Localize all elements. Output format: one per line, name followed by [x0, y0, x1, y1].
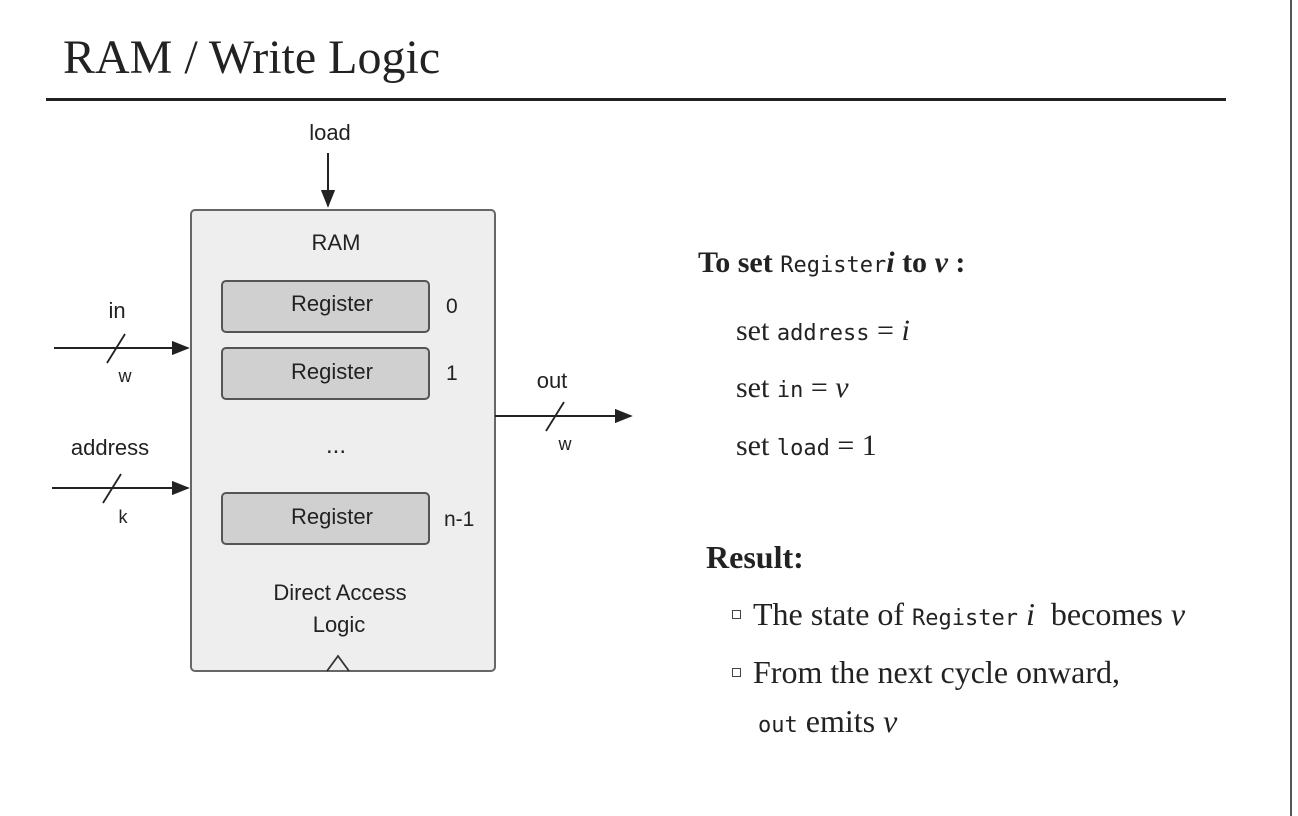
- in-label: in: [108, 298, 125, 323]
- step-set-word: set: [736, 371, 770, 404]
- register-index-n-1: n-1: [444, 508, 474, 531]
- in-bus-slash: [106, 333, 126, 364]
- logic-label-line1: Direct Access: [273, 580, 406, 605]
- address-label: address: [71, 435, 149, 460]
- heading-var-v: v: [934, 246, 948, 279]
- bullet1-becomes-text: becomes: [1050, 596, 1163, 632]
- slide-title: RAM / Write Logic: [63, 31, 441, 84]
- step-code-in: in: [776, 378, 804, 403]
- step-equals: =: [810, 371, 828, 404]
- bullet-square-icon: [732, 668, 741, 678]
- slide-right-border: [1290, 0, 1292, 816]
- register-index-0: 0: [446, 295, 458, 318]
- step-value-v: v: [835, 371, 849, 404]
- bullet1-var-v: v: [1170, 596, 1186, 632]
- bullet-square-icon: [732, 610, 741, 620]
- result-bullet-2-line-2: out emits v: [758, 705, 897, 737]
- step-equals: =: [877, 314, 894, 347]
- title-underline: [46, 98, 1226, 101]
- bullet1-var-i: i: [1026, 596, 1035, 632]
- heading-colon: :: [955, 246, 966, 279]
- out-width-label: w: [558, 434, 573, 454]
- step-value-i: i: [901, 314, 910, 347]
- bullet1-code-register: Register: [912, 606, 1019, 631]
- result-heading: Result:: [706, 539, 804, 575]
- bullet2-line1-text: From the next cycle onward,: [753, 654, 1120, 690]
- step-value-1: 1: [861, 429, 877, 462]
- logic-label-line2: Logic: [313, 612, 366, 637]
- register-box-1: [221, 347, 430, 400]
- register-label-1: Register: [291, 359, 373, 384]
- result-bullet-2: From the next cycle onward,: [732, 656, 1120, 688]
- step-code-load: load: [776, 436, 830, 461]
- step-set-word: set: [736, 314, 770, 347]
- address-width-label: k: [119, 507, 129, 527]
- in-width-label: w: [118, 366, 133, 386]
- ram-chip-label: RAM: [312, 230, 361, 255]
- address-bus-slash: [102, 473, 122, 504]
- bullet2-var-v: v: [883, 703, 898, 739]
- step-set-word: set: [736, 429, 770, 462]
- bullet2-emits-text: emits: [805, 703, 876, 739]
- step-set-load: set load = 1: [736, 431, 877, 461]
- register-index-1: 1: [446, 362, 458, 385]
- load-label: load: [309, 120, 351, 145]
- heading-pre-text: To set: [698, 246, 773, 279]
- clock-triangle-icon: [326, 654, 350, 672]
- register-label-0: Register: [291, 291, 373, 316]
- bullet2-code-out: out: [758, 713, 798, 738]
- step-set-address: set address = i: [736, 316, 910, 346]
- register-box-n-1: [221, 492, 430, 545]
- instructions-heading: To set Registeri to v :: [698, 248, 965, 278]
- step-code-address: address: [776, 321, 870, 346]
- result-bullet-1: The state of Register i becomes v: [732, 598, 1185, 630]
- heading-var-i: i: [886, 246, 895, 279]
- register-ellipsis: ...: [326, 432, 346, 459]
- step-equals: =: [837, 429, 855, 462]
- heading-code-register: Register: [780, 253, 887, 278]
- heading-to-text: to: [902, 246, 928, 279]
- register-label-n-1: Register: [291, 504, 373, 529]
- bullet1-pre-text: The state of: [753, 596, 905, 632]
- step-set-in: set in = v: [736, 373, 849, 403]
- out-bus-slash: [545, 401, 565, 432]
- out-label: out: [537, 368, 568, 393]
- register-box-0: [221, 280, 430, 333]
